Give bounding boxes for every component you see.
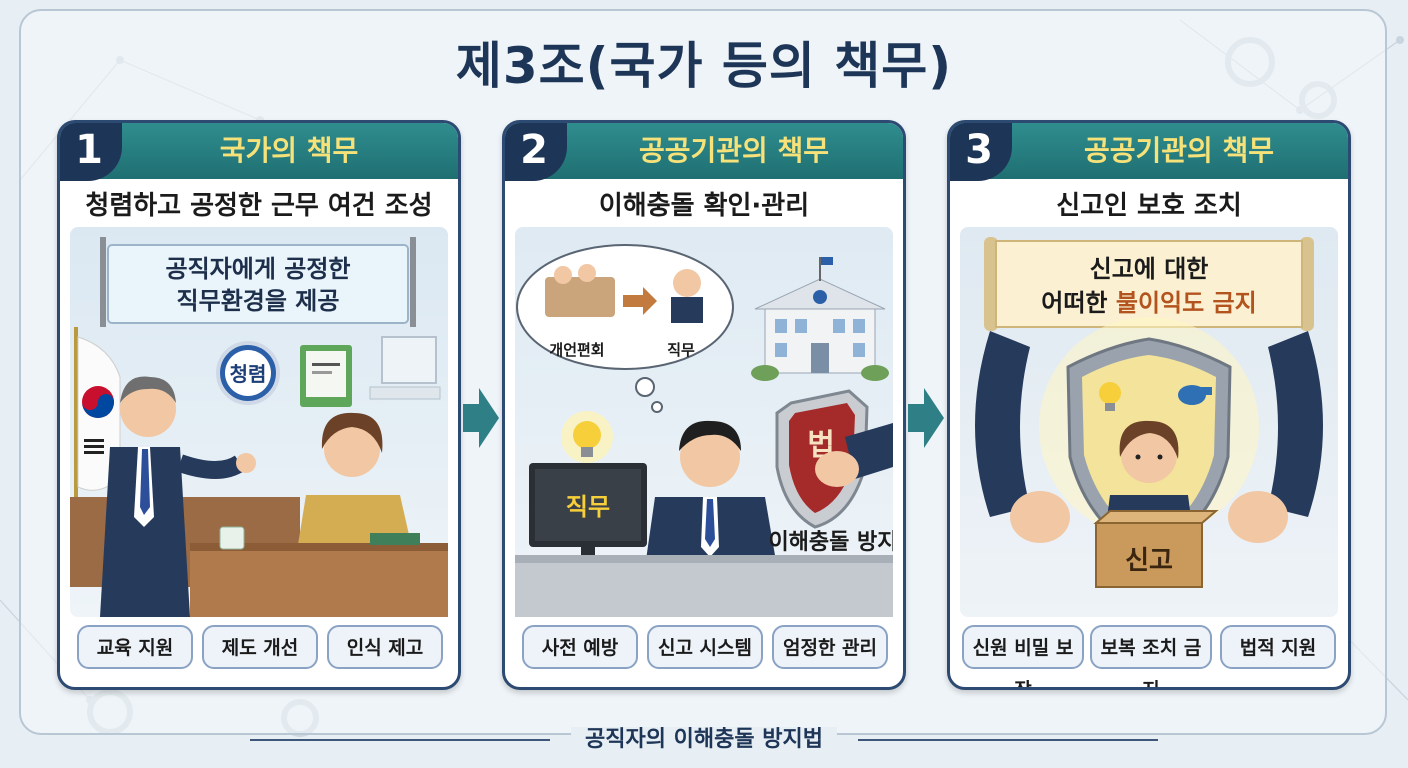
tag-education-support: 교육 지원: [77, 625, 193, 669]
panel-1-number: 1: [60, 123, 122, 181]
lightbulb-icon: [1099, 382, 1121, 411]
tag-no-retaliation: 보복 조치 금지: [1090, 625, 1212, 687]
protecting-arms: [975, 331, 1323, 543]
monitor-icon: [369, 336, 441, 400]
panel-3-illustration: 신고에 대한 어떠한 불이익도 금지: [960, 227, 1338, 617]
fair-environment-banner: 공직자에게 공정한 직무환경을 제공: [100, 237, 416, 327]
panel-2-illustration: 개언편회 직무 직무: [515, 227, 893, 617]
badge-text: 청렴: [230, 362, 267, 386]
panel-3-header: 3 공공기관의 책무: [950, 123, 1348, 181]
official-man-figure: [100, 376, 256, 617]
monitor-text: 직무: [566, 493, 610, 521]
tag-report-system: 신고 시스템: [647, 625, 763, 669]
official-woman-figure: [296, 412, 414, 557]
integrity-badge: 청렴: [216, 341, 280, 405]
tag-legal-support: 법적 지원: [1220, 625, 1336, 669]
box-text: 신고: [1125, 546, 1173, 576]
tag-strict-management: 엄정한 관리: [772, 625, 888, 669]
desk-nameplate: [219, 526, 245, 550]
tag-awareness: 인식 제고: [327, 625, 443, 669]
whistle-icon: [1178, 385, 1212, 405]
panel-3-number: 3: [950, 123, 1012, 181]
panel-2-title: 공공기관의 책무: [638, 134, 830, 167]
footer-caption: 공직자의 이해충돌 방지법: [0, 721, 1408, 753]
panel-1: 1 국가의 책무 청렴하고 공정한 근무 여건 조성 공직자에게 공정한 직무환…: [57, 120, 461, 690]
computer-monitor: 직무: [529, 463, 647, 565]
tag-system-improvement: 제도 개선: [202, 625, 318, 669]
thought-left-label: 개언편회: [549, 341, 604, 359]
fist-hand-icon: [815, 423, 893, 487]
panel-2: 2 공공기관의 책무 이해충돌 확인·관리 개언편회 직무: [502, 120, 906, 690]
panel-1-header: 1 국가의 책무: [60, 123, 458, 181]
panel-3-subtitle: 신고인 보호 조치: [1056, 191, 1242, 221]
panel-3-title: 공공기관의 책무: [1083, 134, 1275, 167]
panel-2-tags: 사전 예방 신고 시스템 엄정한 관리: [505, 625, 903, 669]
panel-2-header: 2 공공기관의 책무: [505, 123, 903, 181]
panel-2-number: 2: [505, 123, 567, 181]
desk-book-icon: [370, 533, 420, 545]
footer-text: 공직자의 이해충돌 방지법: [571, 727, 837, 752]
scroll-line-2: 어떠한 불이익도 금지: [1041, 289, 1256, 317]
arrow-right-icon: [908, 388, 944, 448]
footer-divider-left: [250, 739, 550, 741]
desk: [515, 559, 893, 617]
tag-identity-protection: 신원 비밀 보장: [962, 625, 1084, 687]
thought-bubble: 개언편회 직무: [516, 244, 734, 413]
banner-line-2: 직무환경을 제공: [177, 287, 340, 315]
protection-scroll-banner: 신고에 대한 어떠한 불이익도 금지: [984, 237, 1314, 331]
arrow-right-icon: [463, 388, 499, 448]
tag-prevention: 사전 예방: [522, 625, 638, 669]
panel-1-subtitle: 청렴하고 공정한 근무 여건 조성: [85, 191, 433, 221]
page-title: 제3조(국가 등의 책무): [455, 37, 953, 95]
scroll-line-1: 신고에 대한: [1090, 255, 1209, 283]
panel-1-title: 국가의 책무: [219, 134, 359, 167]
banner-line-1: 공직자에게 공정한: [166, 255, 351, 283]
thought-right-label: 직무: [667, 341, 695, 359]
panel-2-subtitle: 이해충돌 확인·관리: [598, 191, 810, 221]
lightbulb-icon: [561, 411, 613, 463]
footer-divider-right: [858, 739, 1158, 741]
government-building-icon: [751, 257, 889, 381]
front-desk: [190, 547, 448, 617]
panel-3: 3 공공기관의 책무 신고인 보호 조치 신고에 대한 어떠한 불이익도 금지: [947, 120, 1351, 690]
korean-flag-icon: [74, 327, 121, 517]
green-book-icon: [300, 345, 352, 407]
report-box: 신고: [1093, 510, 1219, 588]
panel-1-illustration: 공직자에게 공정한 직무환경을 제공 청렴: [70, 227, 448, 617]
panel-1-tags: 교육 지원 제도 개선 인식 제고: [60, 625, 458, 669]
panel-3-tags: 신원 비밀 보장 보복 조치 금지 법적 지원: [950, 625, 1348, 687]
shield-caption: 이해충돌 방지: [768, 530, 893, 555]
official-at-desk-figure: [645, 420, 777, 567]
